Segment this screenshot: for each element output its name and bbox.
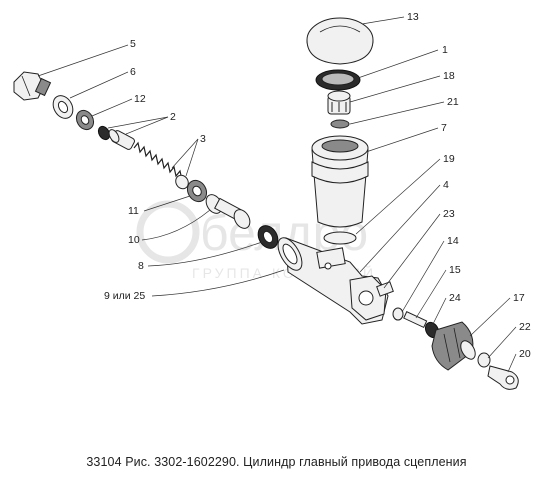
- part-clip: [403, 311, 428, 329]
- callout-12: 12: [134, 93, 146, 105]
- callout-21: 21: [447, 96, 459, 108]
- callout-15: 15: [449, 264, 461, 276]
- callout-1: 1: [442, 44, 448, 56]
- callout-8: 8: [138, 260, 144, 272]
- part-rear-washer: [477, 352, 491, 368]
- callout-5: 5: [130, 38, 136, 50]
- part-ring: [97, 125, 111, 141]
- callout-20: 20: [519, 348, 531, 360]
- callout-19: 19: [443, 153, 455, 165]
- part-pushrod-eye: [487, 365, 519, 390]
- callout-24: 24: [449, 292, 461, 304]
- part-cup-ring: [186, 179, 208, 203]
- part-ring-upper: [330, 119, 350, 129]
- callout-labels: 13 1 18 21 7 19 4 23 14 15 24 17 22 20 5…: [104, 11, 531, 360]
- part-piston: [205, 194, 251, 229]
- callout-7: 7: [441, 122, 447, 134]
- callout-9-or-25: 9 или 25: [104, 290, 145, 302]
- callout-13: 13: [407, 11, 419, 23]
- leader-lines: [37, 16, 517, 373]
- callout-11: 11: [128, 205, 139, 217]
- callout-6: 6: [130, 66, 136, 78]
- part-piston-small: [108, 129, 135, 150]
- part-pushrod-pin: [376, 281, 394, 297]
- part-spring-cup: [175, 174, 189, 190]
- callout-4: 4: [443, 179, 449, 191]
- callout-3: 3: [200, 133, 206, 145]
- callout-2: 2: [170, 111, 176, 123]
- part-plug: [13, 71, 52, 101]
- part-reservoir-cap: [306, 17, 374, 65]
- callout-17: 17: [513, 292, 525, 304]
- callout-14: 14: [447, 235, 459, 247]
- part-boot: [431, 321, 476, 371]
- callout-22: 22: [519, 321, 531, 333]
- part-pin-washer: [392, 307, 404, 321]
- part-spring: [133, 141, 183, 181]
- part-nut: [75, 109, 95, 131]
- part-reservoir: [311, 135, 369, 228]
- callout-23: 23: [443, 208, 455, 220]
- callout-10: 10: [128, 234, 140, 246]
- figure-caption: 33104 Рис. 3302-1602290. Цилиндр главный…: [86, 455, 467, 469]
- part-seal: [257, 225, 279, 249]
- part-filter: [327, 90, 351, 115]
- callout-18: 18: [443, 70, 455, 82]
- part-reservoir-seal: [323, 231, 357, 245]
